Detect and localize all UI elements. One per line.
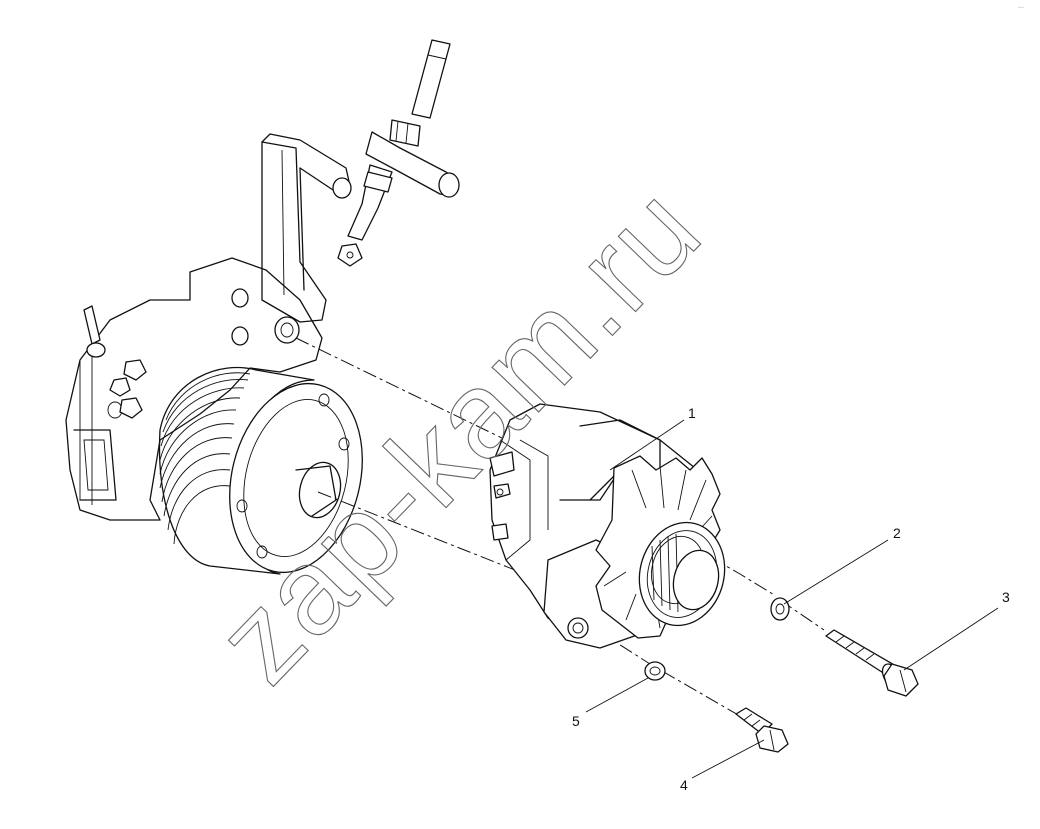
callout-5: 5 [572, 713, 580, 729]
crank-pulley [158, 366, 363, 575]
callouts: 1 2 3 4 5 [572, 405, 1010, 793]
callout-2: 2 [893, 525, 901, 541]
washer-part [644, 661, 666, 681]
long-flange-bolt-part [825, 629, 919, 697]
callout-3: 3 [1002, 589, 1010, 605]
callout-4: 4 [680, 777, 688, 793]
spacer-part [770, 597, 790, 621]
short-hex-bolt-part [735, 707, 789, 753]
alternator [489, 403, 726, 649]
engine-mount-assembly [65, 39, 460, 575]
callout-1: 1 [688, 405, 696, 421]
corner-mark: -- [1018, 2, 1024, 12]
